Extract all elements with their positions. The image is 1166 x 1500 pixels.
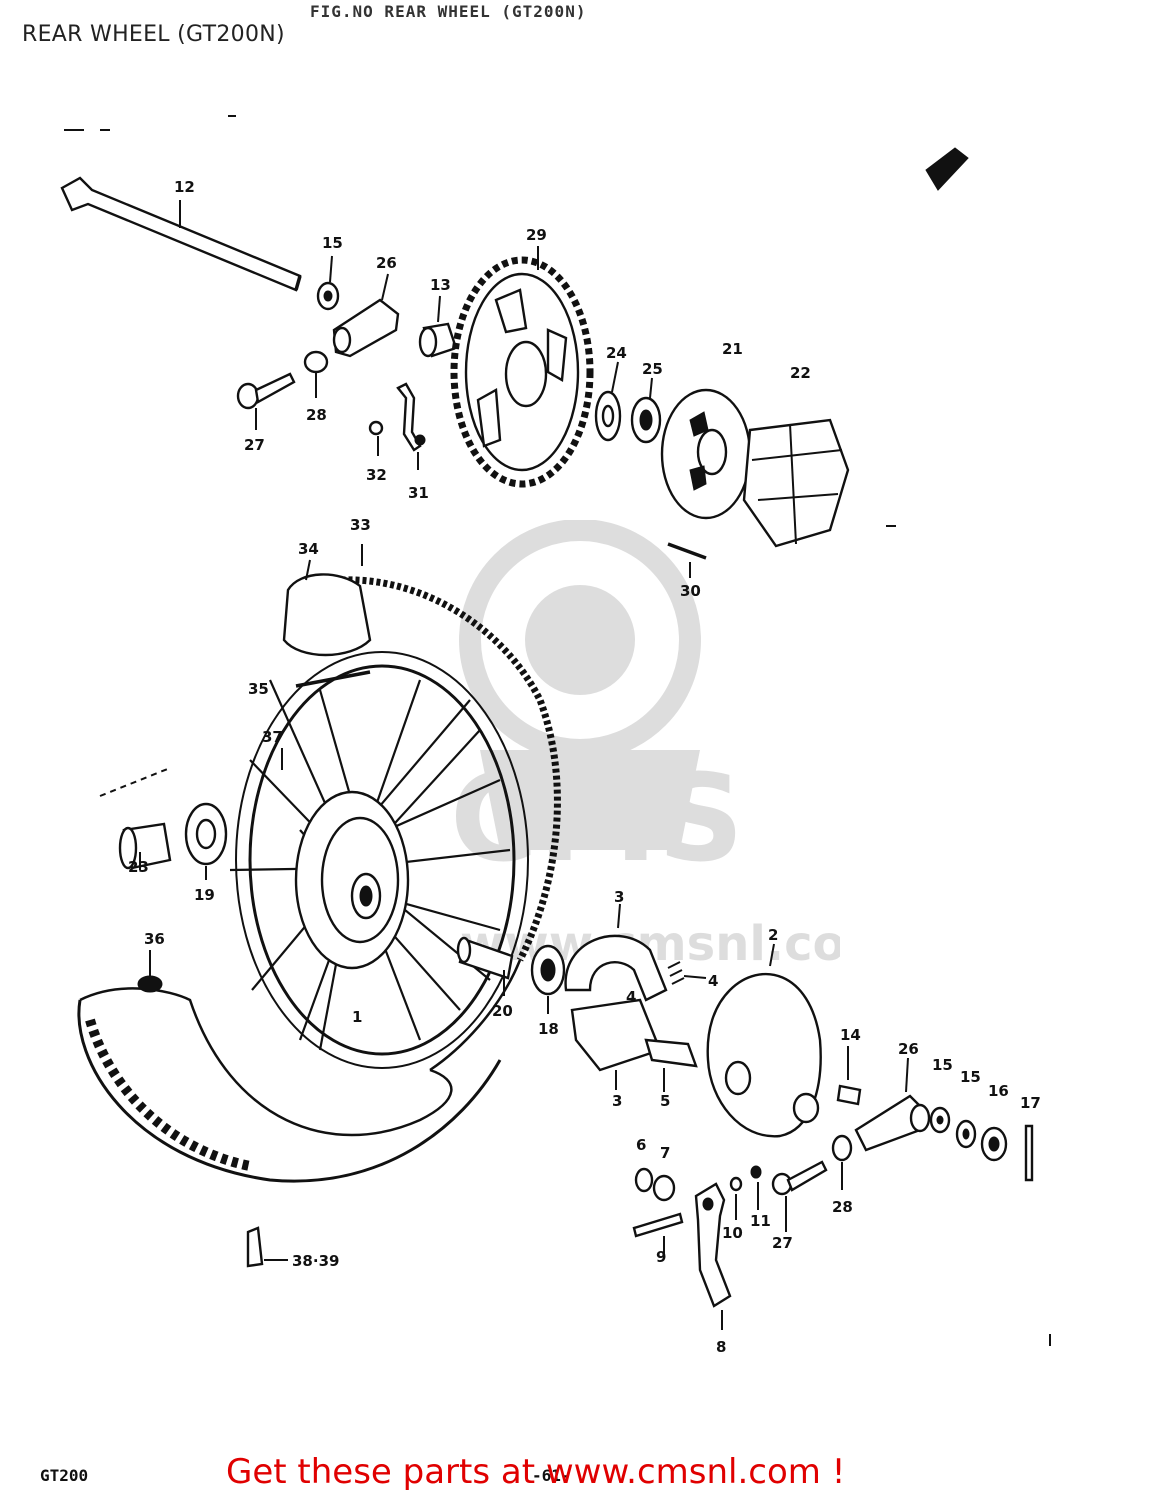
part-chain-adjuster-right — [854, 1057, 931, 1152]
callout-4-inner: 4 — [626, 988, 636, 1006]
part-cotter-pin-right — [1024, 1124, 1034, 1182]
callout-23: 23 — [128, 858, 149, 876]
callout-27-top: 27 — [244, 436, 265, 454]
part-tube — [282, 559, 372, 657]
callout-33: 33 — [350, 516, 371, 534]
callout-3-top: 3 — [614, 888, 624, 906]
part-brake-cam — [644, 1038, 698, 1092]
footer-page-number: -61- — [532, 1466, 571, 1485]
part-axle — [60, 176, 302, 292]
part-rear-sprocket — [450, 246, 594, 488]
callout-29: 29 — [526, 226, 547, 244]
part-rear-hub — [281, 748, 410, 970]
callout-28-bottom: 28 — [832, 1198, 853, 1216]
part-valve-cap — [246, 1226, 288, 1268]
callout-17: 17 — [1020, 1094, 1041, 1112]
part-cotter-pin — [368, 420, 384, 456]
part-small-screw — [667, 542, 707, 578]
callout-24: 24 — [606, 344, 627, 362]
callout-2: 2 — [768, 926, 778, 944]
callout-25: 25 — [642, 360, 663, 378]
part-bearing — [630, 377, 662, 444]
call-to-action-link[interactable]: Get these parts at www.cmsnl.com ! — [226, 1452, 846, 1492]
callout-31: 31 — [408, 484, 429, 502]
part-bolt-right — [771, 1160, 828, 1232]
part-cush-rubber — [742, 418, 850, 548]
callout-36: 36 — [144, 930, 165, 948]
part-oil-seal — [594, 361, 622, 442]
callout-16: 16 — [988, 1082, 1009, 1100]
part-brake-arm — [694, 1182, 732, 1330]
callout-11: 11 — [750, 1212, 771, 1230]
direction-arrow-icon — [925, 147, 969, 191]
callout-26-bottom: 26 — [898, 1040, 919, 1058]
part-arm-bolt — [632, 1212, 684, 1254]
callout-34: 34 — [298, 540, 319, 558]
part-sprocket-drum — [660, 388, 752, 520]
part-brake-shoes — [564, 903, 668, 1090]
part-spacer-left — [99, 767, 172, 870]
part-chain-adjuster-left — [332, 273, 400, 358]
callout-32: 32 — [366, 466, 387, 484]
callout-3-bottom: 3 — [612, 1092, 622, 1110]
part-oil-seal-left — [184, 802, 228, 880]
part-rim — [235, 651, 529, 1069]
callout-9: 9 — [656, 1248, 666, 1266]
part-washer-7 — [652, 1174, 676, 1202]
callout-20: 20 — [492, 1002, 513, 1020]
footer-model-code: GT200 — [40, 1466, 89, 1485]
callout-15-a: 15 — [932, 1056, 953, 1074]
callout-8: 8 — [716, 1338, 726, 1356]
part-brake-stopper — [836, 1046, 862, 1106]
callout-19: 19 — [194, 886, 215, 904]
callout-15-b: 15 — [960, 1068, 981, 1086]
part-nut-11 — [750, 1165, 762, 1210]
part-nut-left — [303, 350, 329, 398]
part-bearing-right — [530, 944, 566, 1014]
callout-14: 14 — [840, 1026, 861, 1044]
callout-30: 30 — [680, 582, 701, 600]
part-brake-panel — [706, 943, 822, 1138]
callout-37: 37 — [262, 728, 283, 746]
callout-21: 21 — [722, 340, 743, 358]
figure-header: FIG.NO REAR WHEEL (GT200N) — [310, 2, 587, 21]
callout-27-bottom: 27 — [772, 1234, 793, 1252]
part-brake-springs — [667, 961, 707, 985]
part-washer-6 — [634, 1167, 654, 1193]
part-spacer — [418, 295, 458, 358]
callout-7: 7 — [660, 1144, 670, 1162]
callout-18: 18 — [538, 1020, 559, 1038]
callout-12: 12 — [174, 178, 195, 196]
part-axle-nut — [980, 1126, 1008, 1162]
part-nut-right — [831, 1134, 853, 1190]
part-bolt-left — [236, 372, 296, 430]
part-washer-top — [316, 255, 340, 311]
part-valve — [137, 950, 163, 993]
callout-13: 13 — [430, 276, 451, 294]
part-spacer-center — [456, 936, 514, 996]
callout-35: 35 — [248, 680, 269, 698]
callout-1: 1 — [352, 1008, 362, 1026]
callout-22: 22 — [790, 364, 811, 382]
part-washer-right-a — [929, 1106, 951, 1134]
part-washer-right-b — [955, 1119, 977, 1149]
page-title: REAR WHEEL (GT200N) — [22, 22, 285, 47]
callout-38-39: 38·39 — [292, 1252, 339, 1270]
callout-6: 6 — [636, 1136, 646, 1154]
callout-15-top: 15 — [322, 234, 343, 252]
callout-4-right: 4 — [708, 972, 718, 990]
callout-28-top: 28 — [306, 406, 327, 424]
part-clip — [396, 382, 426, 470]
part-washer-10 — [729, 1176, 743, 1220]
callout-10: 10 — [722, 1224, 743, 1242]
callout-5: 5 — [660, 1092, 670, 1110]
callout-26-top: 26 — [376, 254, 397, 272]
